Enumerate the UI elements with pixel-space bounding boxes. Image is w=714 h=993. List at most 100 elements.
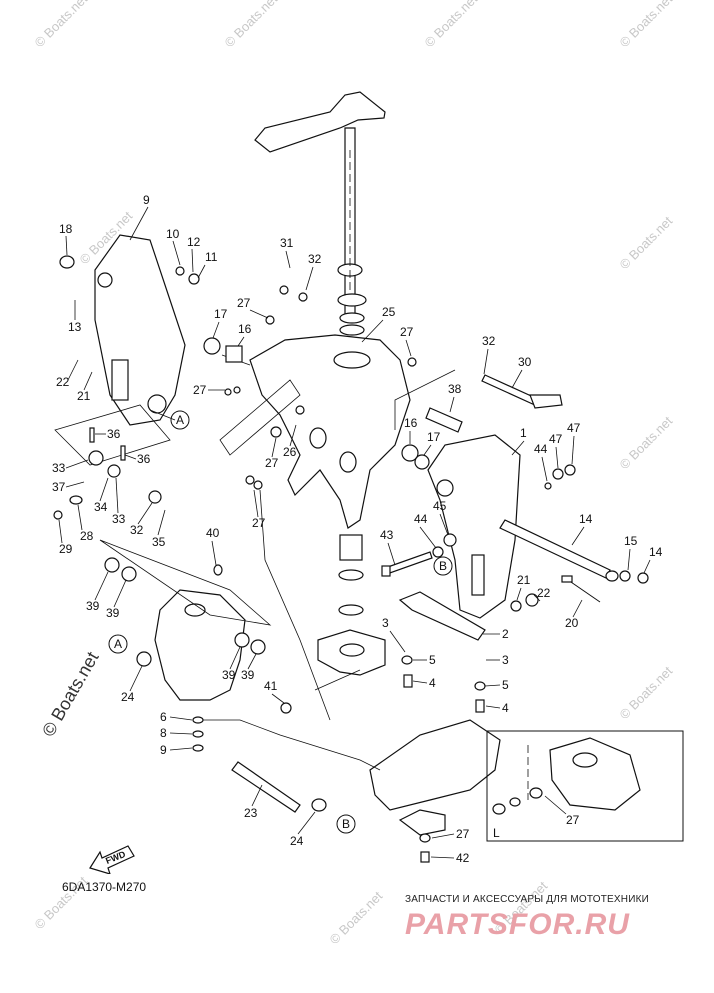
callout-29: 28 [80, 529, 94, 543]
diagram-code: 6DA1370-M270 [62, 880, 147, 894]
hardware [53, 255, 649, 863]
watermark: © Boats.net [617, 213, 676, 272]
callout-20: 20 [565, 616, 579, 630]
callout-40: 39 [86, 599, 100, 613]
ref-b: B [439, 559, 447, 573]
left-clamp-bracket [94, 234, 186, 426]
callout-35: 34 [94, 500, 108, 514]
callout-40: 39 [106, 606, 120, 620]
callout-4: 4 [429, 676, 436, 690]
callout-23: 23 [244, 806, 258, 820]
callout-21: 21 [517, 573, 531, 587]
callout-3: 3 [502, 653, 509, 667]
inset-detail-l: L [486, 730, 684, 842]
callout-4: 4 [502, 701, 509, 715]
callout-27: 27 [193, 383, 207, 397]
callout-40: 39 [222, 668, 236, 682]
plate-2 [398, 591, 486, 641]
callout-18: 17 [214, 307, 228, 321]
callout-9: 9 [143, 193, 150, 207]
shop-subtitle: ЗАПЧАСТИ И АКСЕССУАРЫ ДЛЯ МОТОТЕХНИКИ [405, 894, 650, 905]
watermark: © Boats.net [422, 0, 481, 50]
callout-30: 29 [59, 542, 73, 556]
callout-24: 24 [121, 690, 135, 704]
watermark: © Boats.net [617, 413, 676, 472]
callout-6: 6 [160, 710, 167, 724]
tube-23 [231, 761, 327, 813]
callout-34: 33 [112, 512, 126, 526]
callout-22: 22 [56, 375, 70, 389]
cable-20 [561, 575, 601, 603]
callout-18: 17 [427, 430, 441, 444]
callout-33: 32 [308, 252, 322, 266]
callout-17: 16 [404, 416, 418, 430]
callout-16: 15 [624, 534, 638, 548]
inset-label: L [493, 826, 500, 840]
callout-27: 27 [265, 456, 279, 470]
ref-b: B [342, 817, 350, 831]
callout-32: 31 [280, 236, 294, 250]
callout-39: 38 [448, 382, 462, 396]
callout-24: 24 [290, 834, 304, 848]
callout-13: 13 [68, 320, 82, 334]
callout-19: 18 [59, 222, 73, 236]
bolt-44 [381, 551, 433, 577]
callout-9: 9 [160, 743, 167, 757]
mount-housing [154, 589, 246, 701]
callout-33: 32 [482, 334, 496, 348]
callout-46: 45 [433, 499, 447, 513]
callout-17: 16 [238, 322, 252, 336]
callout-8: 8 [160, 726, 167, 740]
callout-34: 33 [52, 461, 66, 475]
watermark: © Boats.net [32, 0, 91, 50]
callout-45: 44 [534, 442, 548, 456]
tilt-tube [499, 519, 619, 582]
callout-28: 27 [566, 813, 580, 827]
callout-45: 44 [414, 512, 428, 526]
shop-logo: PARTSFOR.RU [405, 908, 630, 941]
reference-markers: A A B B [108, 410, 453, 834]
callout-21: 21 [77, 389, 91, 403]
callout-27: 27 [237, 296, 251, 310]
callout-37: 36 [137, 452, 151, 466]
callout-12: 12 [187, 235, 201, 249]
leader-lines [54, 150, 456, 771]
callouts: 9 18 10 12 11 13 17 16 27 22 21 27 36 36… [52, 193, 663, 865]
callout-1: 1 [520, 426, 527, 440]
callout-11: 11 [205, 250, 218, 264]
steering-arm [254, 91, 386, 323]
watermark: © Boats.net [617, 663, 676, 722]
swivel-bracket [249, 293, 411, 529]
ref-a: A [114, 637, 122, 651]
callout-5: 5 [429, 653, 436, 667]
lower-bearings [317, 534, 386, 676]
callout-28: 27 [456, 827, 470, 841]
callout-43: 42 [456, 851, 470, 865]
callout-44: 43 [380, 528, 394, 542]
callout-47: 47 [549, 432, 563, 446]
callout-37: 36 [107, 427, 121, 441]
bolt-31 [481, 374, 563, 409]
fwd-arrow-icon: FWD [88, 838, 138, 879]
callout-2: 2 [502, 627, 509, 641]
watermark: © Boats.net [222, 0, 281, 50]
callout-40: 39 [241, 668, 255, 682]
callout-5: 5 [502, 678, 509, 692]
callout-15: 14 [649, 545, 663, 559]
callout-36: 35 [152, 535, 166, 549]
lower-mount [369, 719, 501, 836]
callout-3: 3 [382, 616, 389, 630]
callout-22: 22 [537, 586, 551, 600]
watermark: © Boats.net [327, 888, 386, 947]
callout-41: 40 [206, 526, 220, 540]
callout-38: 37 [52, 480, 66, 494]
callout-27: 27 [400, 325, 414, 339]
callout-42: 41 [264, 679, 278, 693]
ref-a: A [176, 413, 184, 427]
bushing-39 [425, 407, 463, 433]
callout-10: 10 [166, 227, 180, 241]
callout-27: 27 [252, 516, 266, 530]
callout-25: 25 [382, 305, 396, 319]
callout-14: 14 [579, 512, 593, 526]
